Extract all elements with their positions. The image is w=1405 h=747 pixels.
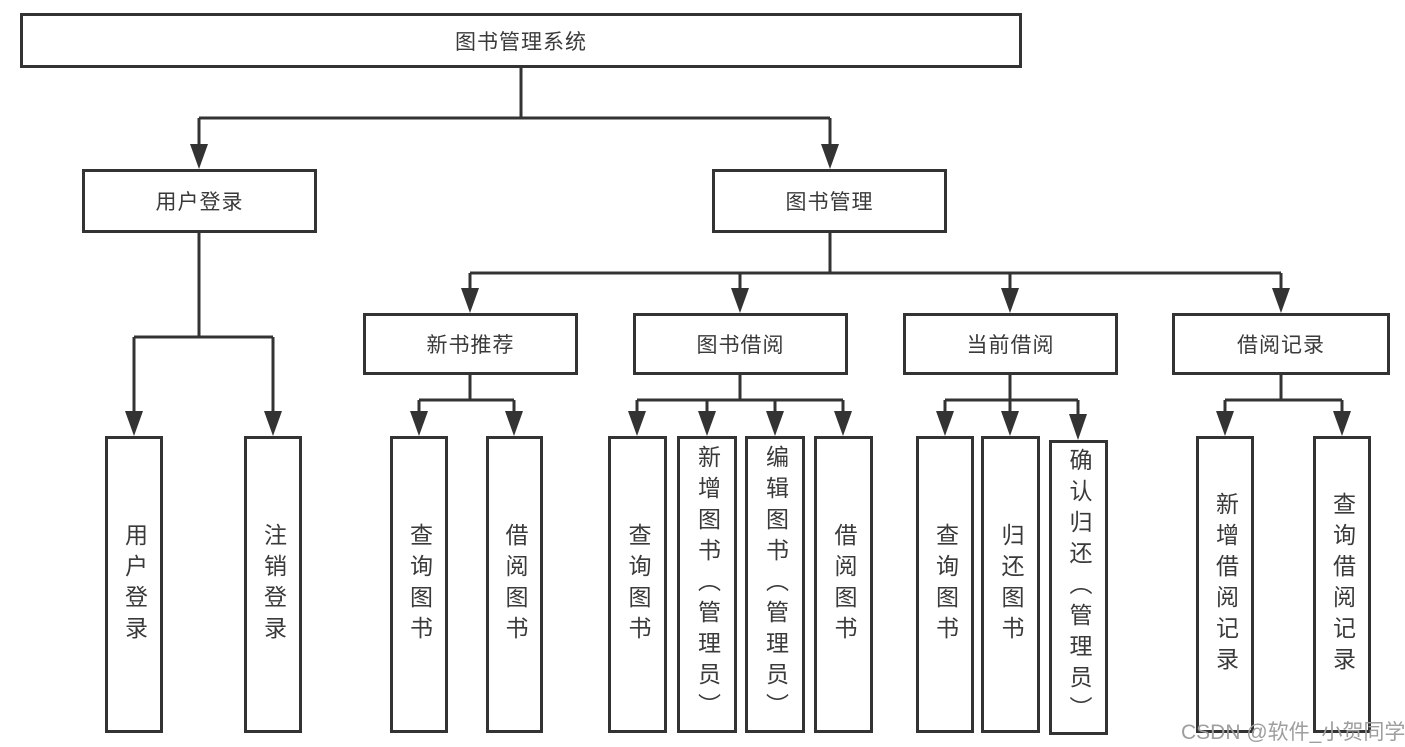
node-label: 用户登录 (121, 522, 148, 647)
connector-book-management-to-level3 (461, 233, 1290, 313)
leaf-query-book-borrowing: 查询图书 (608, 436, 667, 733)
node-label: 查询图书 (932, 522, 959, 647)
node-label: 用户登录 (155, 191, 244, 214)
node-borrow-records: 借阅记录 (1172, 313, 1390, 375)
node-book-borrowing: 图书借阅 (633, 313, 848, 375)
arrowhead-icon (461, 288, 479, 313)
node-label: 查询借阅记录 (1329, 491, 1356, 678)
arrowhead-icon (125, 411, 143, 436)
connector-root-to-level2 (190, 68, 839, 169)
node-label: 查询图书 (406, 522, 433, 647)
connector-current-borrowing-to-leaves (936, 375, 1087, 440)
node-label: 新书推荐 (426, 334, 515, 357)
node-label: 查询图书 (625, 522, 651, 647)
node-label: 借阅图书 (831, 522, 857, 647)
node-label: 新增借阅记录 (1212, 491, 1239, 678)
node-label: 借阅图书 (502, 522, 528, 647)
node-label: 注销登录 (260, 522, 287, 647)
connector-book-borrowing-to-leaves (628, 375, 852, 436)
csdn-watermark: CSDN @软件_小贺同学 (1181, 721, 1405, 744)
node-book-management: 图书管理 (712, 169, 947, 233)
arrowhead-icon (1272, 288, 1290, 313)
connector-new-book-recommend-to-leaves (410, 375, 523, 436)
leaf-query-borrow-record: 查询借阅记录 (1313, 436, 1371, 733)
node-library-system: 图书管理系统 (20, 13, 1022, 68)
node-label: 编辑图书（管理员） (762, 445, 789, 724)
node-label: 图书管理 (785, 191, 874, 214)
leaf-confirm-return-admin: 确认归还（管理员） (1049, 440, 1108, 735)
arrowhead-icon (628, 411, 646, 436)
node-label: 确认归还（管理员） (1066, 448, 1092, 727)
node-label: 新增图书（管理员） (694, 445, 721, 724)
node-label: 当前借阅 (966, 334, 1055, 357)
leaf-return-book: 归还图书 (981, 436, 1040, 733)
connector-borrow-records-to-leaves (1216, 375, 1351, 436)
leaf-add-borrow-record: 新增借阅记录 (1196, 436, 1254, 733)
node-new-book-recommend: 新书推荐 (363, 313, 578, 375)
node-label: 图书管理系统 (455, 30, 587, 54)
arrowhead-icon (1069, 414, 1087, 440)
leaf-query-book-current: 查询图书 (916, 436, 974, 733)
arrowhead-icon (834, 411, 852, 436)
arrowhead-icon (505, 411, 523, 436)
node-label: 借阅记录 (1237, 334, 1325, 357)
arrowhead-icon (1001, 288, 1019, 313)
arrowhead-icon (190, 144, 208, 169)
arrowhead-icon (1216, 411, 1234, 436)
arrowhead-icon (821, 144, 839, 169)
arrowhead-icon (936, 411, 954, 436)
arrowhead-icon (1333, 411, 1351, 436)
arrowhead-icon (410, 411, 428, 436)
leaf-query-book-recommend: 查询图书 (390, 436, 448, 733)
leaf-borrow-book: 借阅图书 (814, 436, 873, 733)
connector-user-login-to-leaves (125, 233, 282, 436)
arrowhead-icon (766, 411, 784, 436)
node-label: 归还图书 (998, 522, 1024, 647)
leaf-logout: 注销登录 (244, 436, 302, 733)
arrowhead-icon (1001, 411, 1019, 436)
leaf-user-login: 用户登录 (105, 436, 163, 733)
arrowhead-icon (264, 411, 282, 436)
leaf-edit-book-admin: 编辑图书（管理员） (745, 436, 805, 733)
arrowhead-icon (698, 411, 716, 436)
leaf-add-book-admin: 新增图书（管理员） (677, 436, 737, 733)
node-user-login: 用户登录 (82, 169, 317, 233)
arrowhead-icon (731, 288, 749, 313)
node-current-borrowing: 当前借阅 (903, 313, 1118, 375)
node-label: 图书借阅 (696, 334, 785, 357)
leaf-borrow-book-recommend: 借阅图书 (486, 436, 543, 733)
